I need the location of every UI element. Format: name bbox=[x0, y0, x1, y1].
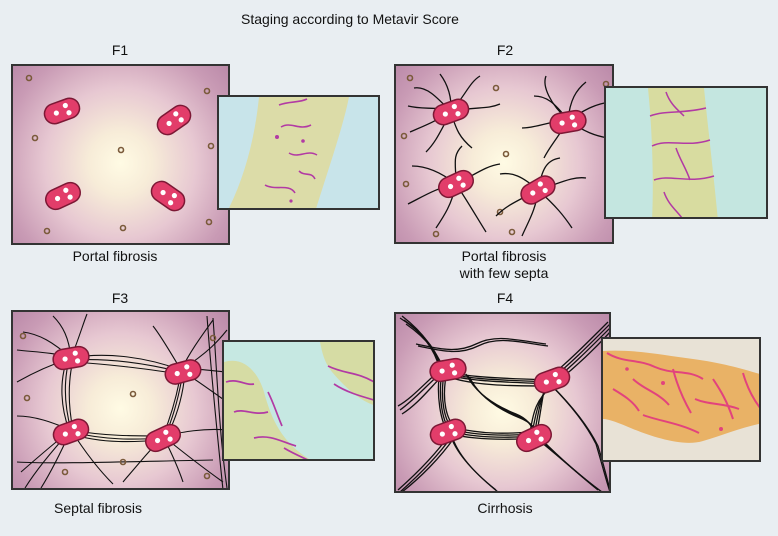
portal-tracts-f1 bbox=[43, 97, 192, 212]
schematic-f3-drawing bbox=[16, 313, 228, 488]
schematic-f2 bbox=[394, 64, 614, 244]
micrograph-f1 bbox=[217, 95, 380, 210]
caption-f1: Portal fibrosis bbox=[40, 248, 190, 265]
portal-tracts-f3 bbox=[52, 345, 202, 453]
stage-label-f2: F2 bbox=[496, 42, 514, 58]
portal-tracts-f4 bbox=[429, 357, 571, 453]
caption-f3-line1: Septal fibrosis bbox=[54, 500, 142, 516]
schematic-f1-drawing bbox=[25, 74, 215, 235]
micrograph-f3 bbox=[222, 340, 375, 461]
schematic-f4-drawing bbox=[397, 315, 609, 491]
schematic-f4 bbox=[394, 312, 611, 493]
stage-label-f1: F1 bbox=[111, 42, 129, 58]
micrograph-f2 bbox=[604, 86, 768, 219]
schematic-f3 bbox=[11, 310, 230, 490]
micrograph-f1-drawing bbox=[228, 97, 349, 208]
figure-title: Staging according to Metavir Score bbox=[241, 11, 459, 27]
portal-tracts-f2 bbox=[432, 98, 587, 205]
micrograph-f4 bbox=[601, 337, 761, 462]
micrograph-f3-drawing bbox=[224, 342, 373, 459]
micrograph-f2-drawing bbox=[648, 88, 718, 217]
caption-f2-line1: Portal fibrosis bbox=[461, 248, 547, 264]
schematic-f1 bbox=[11, 64, 230, 245]
micrograph-f4-drawing bbox=[603, 350, 759, 443]
caption-f3: Septal fibrosis bbox=[28, 500, 168, 517]
stage-label-f4: F4 bbox=[496, 290, 514, 306]
caption-f2: Portal fibrosis with few septa bbox=[424, 248, 584, 282]
schematic-f2-drawing bbox=[400, 73, 611, 238]
caption-f4-line1: Cirrhosis bbox=[477, 500, 533, 516]
stage-label-f3: F3 bbox=[111, 290, 129, 306]
caption-f2-line2: with few septa bbox=[459, 265, 549, 281]
caption-f4: Cirrhosis bbox=[430, 500, 580, 517]
caption-f1-line1: Portal fibrosis bbox=[72, 248, 158, 264]
